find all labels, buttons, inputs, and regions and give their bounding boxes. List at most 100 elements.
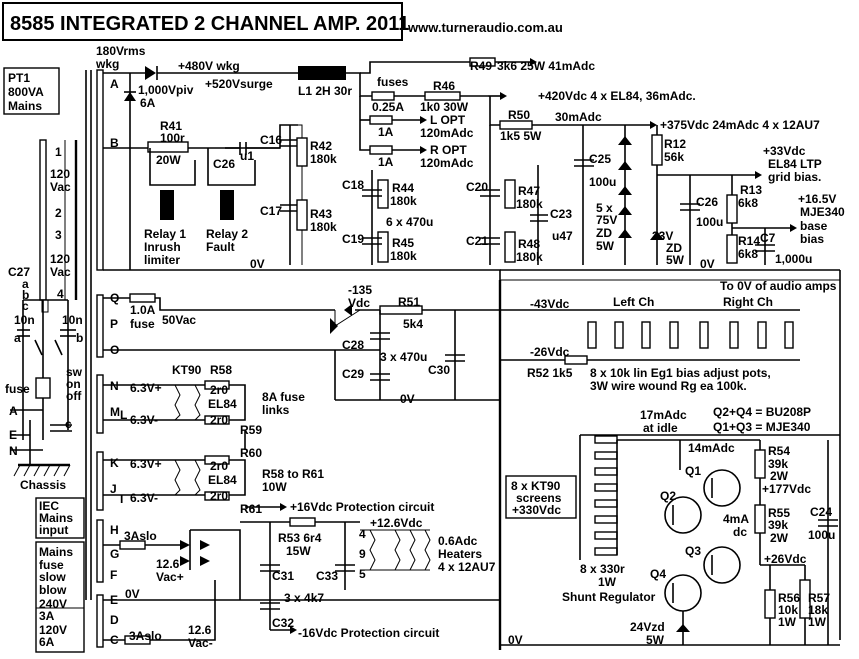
pt1-rating: 800VA [8, 85, 44, 99]
relay-2-coil [220, 190, 234, 220]
l-opt-current: 120mAdc [420, 126, 474, 140]
tap-i: I [120, 492, 124, 506]
r41-value: 100r [160, 131, 185, 145]
c24-label: C24 [810, 505, 833, 519]
r50-value: 1k5 5W [500, 129, 542, 143]
heater-pin-4: 4 [359, 527, 366, 541]
mains-fuse-box [35, 541, 85, 653]
relay-2-sub: Fault [206, 240, 235, 254]
bias-pots [587, 321, 794, 349]
12au7-heaters [360, 529, 431, 571]
c24-value: 100u [808, 528, 836, 542]
pt1-name: PT1 [8, 71, 31, 85]
relay-1-sub2: limiter [144, 253, 181, 267]
v-165: +16.5V [798, 192, 837, 206]
v-50ac: 50Vac [162, 313, 197, 327]
pt1-sec-rating: 180Vrms [96, 44, 146, 58]
tap-b: B [110, 136, 119, 150]
r56-watt: 1W [778, 615, 796, 629]
mains-fuse [35, 377, 51, 399]
r58-to-r61-watt: 10W [262, 480, 287, 494]
r51-label: R51 [398, 295, 421, 309]
tap-c: C [110, 633, 119, 647]
r56-label: R56 [778, 591, 801, 605]
current-14ma: 14mAdc [688, 441, 735, 455]
fuse-1a-label-1: 1A [378, 125, 394, 139]
resistor-r47 [504, 179, 516, 209]
c27-a: a [22, 277, 29, 291]
kt90-screens-3: +330Vdc [512, 503, 562, 517]
el84-label-b: EL84 [208, 473, 237, 487]
c16-label: C16 [260, 133, 283, 147]
website: www.turneraudio.com.au [407, 20, 563, 35]
resistor-r49 [469, 57, 496, 67]
r54-label: R54 [768, 444, 791, 458]
c28-label: C28 [342, 338, 365, 352]
r57-watt: 1W [808, 615, 826, 629]
pin-4: 4 [57, 287, 64, 301]
v-165-sub2: base [800, 219, 828, 233]
iec-label-1: IEC [39, 499, 60, 513]
q2-label: Q2 [660, 489, 677, 503]
r43-label: R43 [310, 207, 333, 221]
q3-label: Q3 [685, 544, 702, 558]
r43-value: 180k [310, 220, 337, 234]
r55-label: R55 [768, 506, 791, 520]
c25-label: C25 [589, 152, 612, 166]
tap-a: A [110, 77, 119, 91]
v-63-minus-b: 6.3V- [130, 491, 159, 505]
zd-24v: 24Vzd [630, 620, 665, 634]
tap-f: F [110, 568, 118, 582]
r45-value: 180k [390, 249, 417, 263]
current-4ma: 4mA [723, 512, 750, 526]
c27-b: b [22, 288, 30, 302]
q1-label: Q1 [685, 464, 702, 478]
relay-1-sub: Inrush [144, 240, 181, 254]
r59-label: R59 [240, 423, 263, 437]
cap-b-letter: b [76, 331, 84, 345]
zener-string [618, 136, 632, 238]
tap-m: M [110, 405, 120, 419]
shunt-regulator-title: Shunt Regulator [562, 590, 656, 604]
to-0v-audio: To 0V of audio amps [720, 279, 837, 293]
r46-value: 1k0 30W [420, 100, 469, 114]
r44-value: 180k [390, 194, 417, 208]
right-channel: Right Ch [723, 295, 773, 309]
v-177: +177Vdc [762, 482, 812, 496]
iec-box [35, 497, 85, 539]
r55-value: 39k [768, 518, 789, 532]
r57-value: 18k [808, 603, 829, 617]
relay-2-label: Relay 2 [206, 227, 249, 241]
v-minus-26: -26Vdc [530, 345, 570, 359]
r42-value: 180k [310, 152, 337, 166]
el84-label-a: EL84 [208, 397, 237, 411]
resistor-r48 [504, 231, 516, 263]
r60-value: 2r0 [210, 459, 229, 473]
v-420: +420Vdc 4 x EL84, 36mAdc. [538, 89, 696, 103]
shunt-zero-v: 0V [508, 633, 523, 647]
r44-label: R44 [392, 181, 415, 195]
transistors [664, 469, 741, 612]
pri2: 120 [50, 252, 71, 266]
kt90-label: KT90 [172, 363, 202, 377]
pri2b: Vac [50, 265, 71, 279]
heater-current: 0.6Adc [438, 534, 478, 548]
mf-label-6: 3A [39, 609, 55, 623]
c17-label: C17 [260, 204, 283, 218]
v-480-wkg: +480V wkg [178, 59, 240, 73]
heater-tubes: 4 x 12AU7 [438, 560, 496, 574]
resistor-r52 [564, 355, 588, 365]
res-8x330r: 8 x 330r [580, 562, 625, 576]
c18-label: C18 [342, 178, 365, 192]
v-26-shunt: +26Vdc [764, 552, 807, 566]
v-126-b: 12.6 [188, 623, 212, 637]
fuses-label: fuses [377, 75, 409, 89]
r61-label: R61 [240, 502, 263, 516]
c25-value: 100u [589, 175, 617, 189]
pri1b: Vac [50, 180, 71, 194]
v-33-sub2: grid bias. [768, 170, 822, 184]
mf-label-3: slow [39, 570, 66, 584]
relay-1-label: Relay 1 [144, 227, 187, 241]
r57-label: R57 [808, 591, 831, 605]
